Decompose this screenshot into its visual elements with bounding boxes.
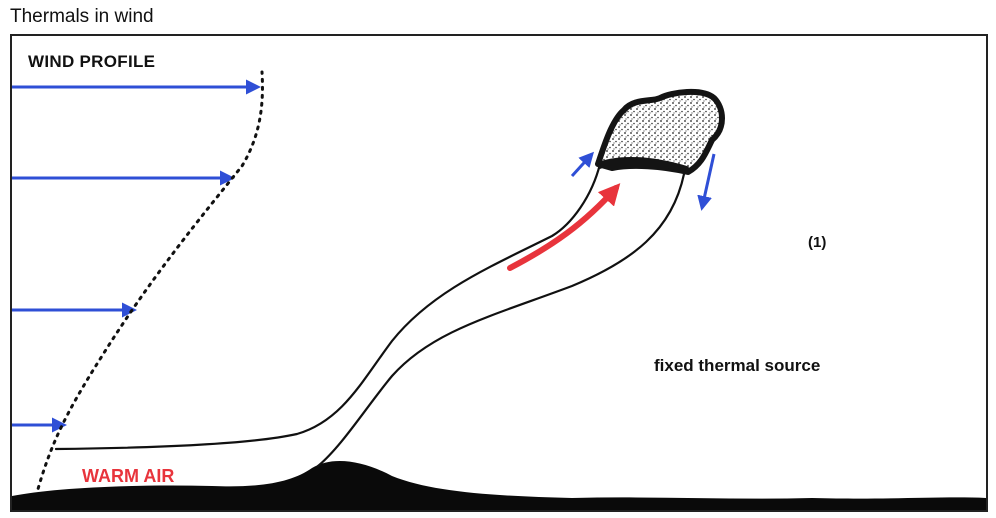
thermal-source-label: fixed thermal source xyxy=(654,356,821,375)
panel-number-label: (1) xyxy=(808,234,827,251)
wind-profile-curve xyxy=(34,70,264,498)
thermal-diagram-svg xyxy=(12,70,986,510)
page-title: Thermals in wind xyxy=(10,6,154,27)
wind-profile-label: WIND PROFILE xyxy=(28,52,156,71)
ground-hill-icon xyxy=(12,461,986,510)
circulation-arrow-icon xyxy=(697,153,716,211)
wind-arrows xyxy=(12,79,261,433)
thermal-plume-outline xyxy=(54,162,686,468)
warm-air-label: WARM AIR xyxy=(82,466,175,486)
circulation-arrow-icon xyxy=(570,151,595,178)
thermal-diagram-frame: WIND PROFILE WARM AIR (1) fixed thermal … xyxy=(10,34,988,512)
rising-air-arrow-icon xyxy=(507,183,621,271)
